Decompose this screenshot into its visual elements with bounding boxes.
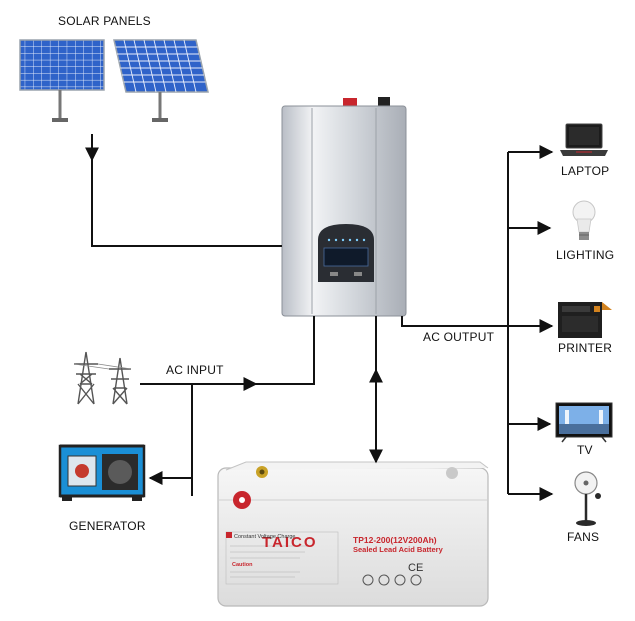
lighting-label: LIGHTING — [556, 248, 615, 262]
generator-icon — [58, 444, 146, 501]
battery-caution: Caution — [232, 562, 253, 568]
inverter-icon — [281, 97, 407, 317]
solar-panels-label: SOLAR PANELS — [58, 14, 151, 28]
power-tower-icon — [73, 351, 132, 405]
tv-icon — [555, 402, 613, 443]
fan-icon — [574, 471, 601, 526]
battery-model: TP12-200(12V200Ah) — [353, 535, 437, 545]
laptop-label: LAPTOP — [561, 164, 610, 178]
solar-line — [91, 134, 282, 247]
battery-brand: TAICO — [262, 534, 318, 551]
ac-input-label: AC INPUT — [166, 363, 224, 377]
ac-output-line — [401, 316, 508, 327]
battery-icon — [217, 461, 489, 607]
fans-label: FANS — [567, 530, 600, 544]
battery-charge-label: Constant Voltage Charge — [234, 534, 295, 540]
printer-icon — [558, 302, 612, 338]
tv-label: TV — [577, 443, 593, 457]
printer-label: PRINTER — [558, 341, 613, 355]
lightbulb-icon — [572, 200, 596, 240]
battery-type: Sealed Lead Acid Battery — [353, 545, 444, 554]
ac-output-label: AC OUTPUT — [423, 330, 495, 344]
solar-panels-icon — [19, 39, 209, 122]
generator-label: GENERATOR — [69, 519, 146, 533]
laptop-icon — [560, 123, 608, 156]
ce-mark: CE — [408, 562, 423, 574]
connection-lines — [85, 134, 554, 501]
